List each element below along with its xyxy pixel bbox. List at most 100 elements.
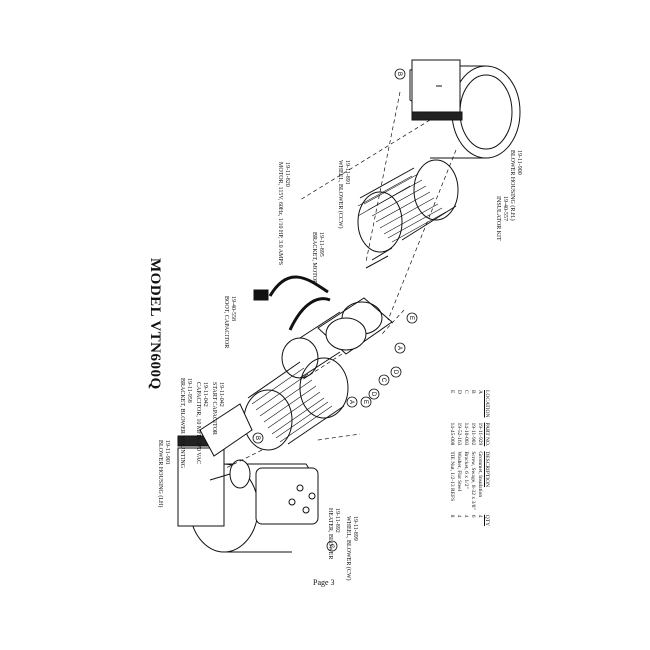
cell-part-no: 14-45-008 <box>449 422 455 446</box>
callout-letter: C <box>380 378 386 383</box>
part-description: BOOT, CAPACITOR <box>223 296 229 349</box>
part-description: WHEEL, BLOWER (CW) <box>345 516 351 581</box>
part-number: 19-11-820 <box>284 162 290 187</box>
label-insulator: 19-40-557 INSULATOR KIT <box>494 196 508 241</box>
part-description: BLOWER HOUSING (LH) <box>157 440 163 508</box>
label-bracket-blower: 19-11-958 BRACKET, BLOWER MOUNTING <box>178 378 192 468</box>
table-header-row: LOCATION PART NO. DESCRIPTION QTY <box>483 390 490 531</box>
cell-location: C <box>463 390 469 394</box>
blower-mounting-bracket <box>199 403 253 457</box>
cell-qty: 4 <box>456 514 462 518</box>
motor <box>281 247 393 379</box>
table-row: B 19-11-902 Screw, Swage, 8-32 x 3/8" 6 <box>469 390 476 531</box>
label-bracket-motor: 19-11-895 BRACKET, MOTOR <box>310 232 324 284</box>
cell-qty: 4 <box>463 514 469 518</box>
callout-circle <box>326 540 338 552</box>
part-number: 19-11-042 <box>218 382 224 407</box>
cell-location: B <box>470 390 476 394</box>
cell-part-no: 19-11-929 <box>477 422 483 446</box>
part-description: CAPACITOR, 10 MFD, 370 VAC <box>195 382 201 465</box>
right-blower-wheel <box>357 159 459 253</box>
callout-letter: B <box>396 72 402 76</box>
cell-description: TIE Nut, 1/2-13 REFS <box>449 451 455 502</box>
callout-letter: C <box>328 544 334 549</box>
part-number: 19-40-557 <box>502 196 508 221</box>
label-blower-housing-left: 19-11-901 BLOWER HOUSING (LH) <box>156 440 170 507</box>
cell-qty: 8 <box>449 514 455 518</box>
right-blower-housing <box>409 59 521 159</box>
header-location: LOCATION <box>484 390 490 418</box>
part-description: MOTOR, 115V, 60Hz, 1/10 HP, 3.0 AMPS <box>277 162 283 266</box>
cell-description: Screw, Swage, 8-32 x 3/8" <box>470 451 476 510</box>
label-boot-capacitor: 19-40-558 BOOT, CAPACITOR <box>222 296 236 348</box>
part-description: WHEEL, BLOWER (CCW) <box>337 160 343 229</box>
callout-letter: A <box>396 346 402 350</box>
label-start-capacitor: 19-11-042 START CAPACITOR <box>210 382 224 435</box>
callout-circle <box>378 374 390 386</box>
page-title: MODEL VTN600Q <box>147 258 163 390</box>
label-wheel-left: 19-11-899 WHEEL, BLOWER (CW) <box>344 516 358 580</box>
page-number: Page 3 <box>313 578 335 587</box>
label-capacitor: 19-11-042 CAPACITOR, 10 MFD, 370 VAC <box>194 382 208 464</box>
cell-location: A <box>477 390 483 394</box>
power-cord <box>268 275 331 331</box>
cell-part-no: 19-52-163 <box>456 422 462 446</box>
part-description: START CAPACITOR <box>211 382 217 435</box>
parts-table-wrap: LOCATION PART NO. DESCRIPTION QTY A 19-1… <box>448 390 490 531</box>
part-number: 19-11-895 <box>318 232 324 257</box>
part-number: 19-11-901 <box>164 440 170 465</box>
callout-circle <box>394 68 406 80</box>
cell-description: Bracket, 6 x 1/2" <box>463 451 469 489</box>
table-row: C 14-10-003 Bracket, 6 x 1/2" 4 <box>462 390 469 531</box>
part-description: BRACKET, BLOWER MOUNTING <box>179 378 185 469</box>
part-description: HEATER, BLOWER <box>327 508 333 560</box>
callout-circle <box>406 312 418 324</box>
header-description: DESCRIPTION <box>484 451 490 488</box>
cell-qty: 6 <box>470 514 476 518</box>
part-number: 19-11-892 <box>334 508 340 533</box>
title-wrap: MODEL VTN600Q <box>146 258 164 390</box>
callout-letter: A <box>348 400 354 404</box>
cell-part-no: 19-11-902 <box>470 422 476 446</box>
cell-location: D <box>456 390 462 394</box>
callout-letter: D <box>392 370 398 375</box>
label-wheel-right: 19-11-891 WHEEL, BLOWER (CCW) <box>336 160 350 228</box>
table-row: A 19-11-929 Grommet, Insulation 4 <box>476 390 483 531</box>
label-blower-housing-right: 19-11-900 BLOWER HOUSING (R.H.) <box>508 150 522 221</box>
part-description: INSULATOR KIT <box>495 196 501 241</box>
callout-circle <box>390 366 402 378</box>
part-number: 19-11-042 <box>202 382 208 407</box>
part-number: 19-11-958 <box>186 378 192 403</box>
callout-letter: E <box>408 316 414 320</box>
callout-circle <box>394 342 406 354</box>
plug <box>253 289 269 301</box>
callout-letter: D <box>370 392 376 397</box>
callout-circle <box>368 388 380 400</box>
label-heater-blower: 19-11-892 HEATER, BLOWER <box>326 508 340 559</box>
callout-letter: B <box>254 436 260 440</box>
header-part-no: PART NO. <box>484 422 490 447</box>
alignment-lines <box>225 91 457 469</box>
cell-location: E <box>449 390 455 394</box>
capacitor <box>209 459 251 489</box>
part-number: 19-40-558 <box>230 296 236 321</box>
callout-circle <box>252 432 264 444</box>
callout-letter: E <box>362 400 368 404</box>
cell-description: Washer, Flat Steel <box>456 451 462 492</box>
part-number: 19-11-899 <box>352 516 358 541</box>
part-description: BRACKET, MOTOR <box>311 232 317 285</box>
cell-qty: 4 <box>477 514 483 518</box>
cell-description: Grommet, Insulation <box>477 451 483 498</box>
callout-circle <box>360 396 372 408</box>
table-row: D 19-52-163 Washer, Flat Steel 4 <box>455 390 462 531</box>
cell-part-no: 14-10-003 <box>463 422 469 446</box>
header-qty: QTY <box>484 514 490 527</box>
table-row: E 14-45-008 TIE Nut, 1/2-13 REFS 8 <box>448 390 455 531</box>
label-motor: 19-11-820 MOTOR, 115V, 60Hz, 1/10 HP, 3.… <box>276 162 290 265</box>
parts-table: LOCATION PART NO. DESCRIPTION QTY A 19-1… <box>448 390 490 531</box>
part-number: 19-11-900 <box>516 150 522 175</box>
part-description: BLOWER HOUSING (R.H.) <box>509 150 515 221</box>
